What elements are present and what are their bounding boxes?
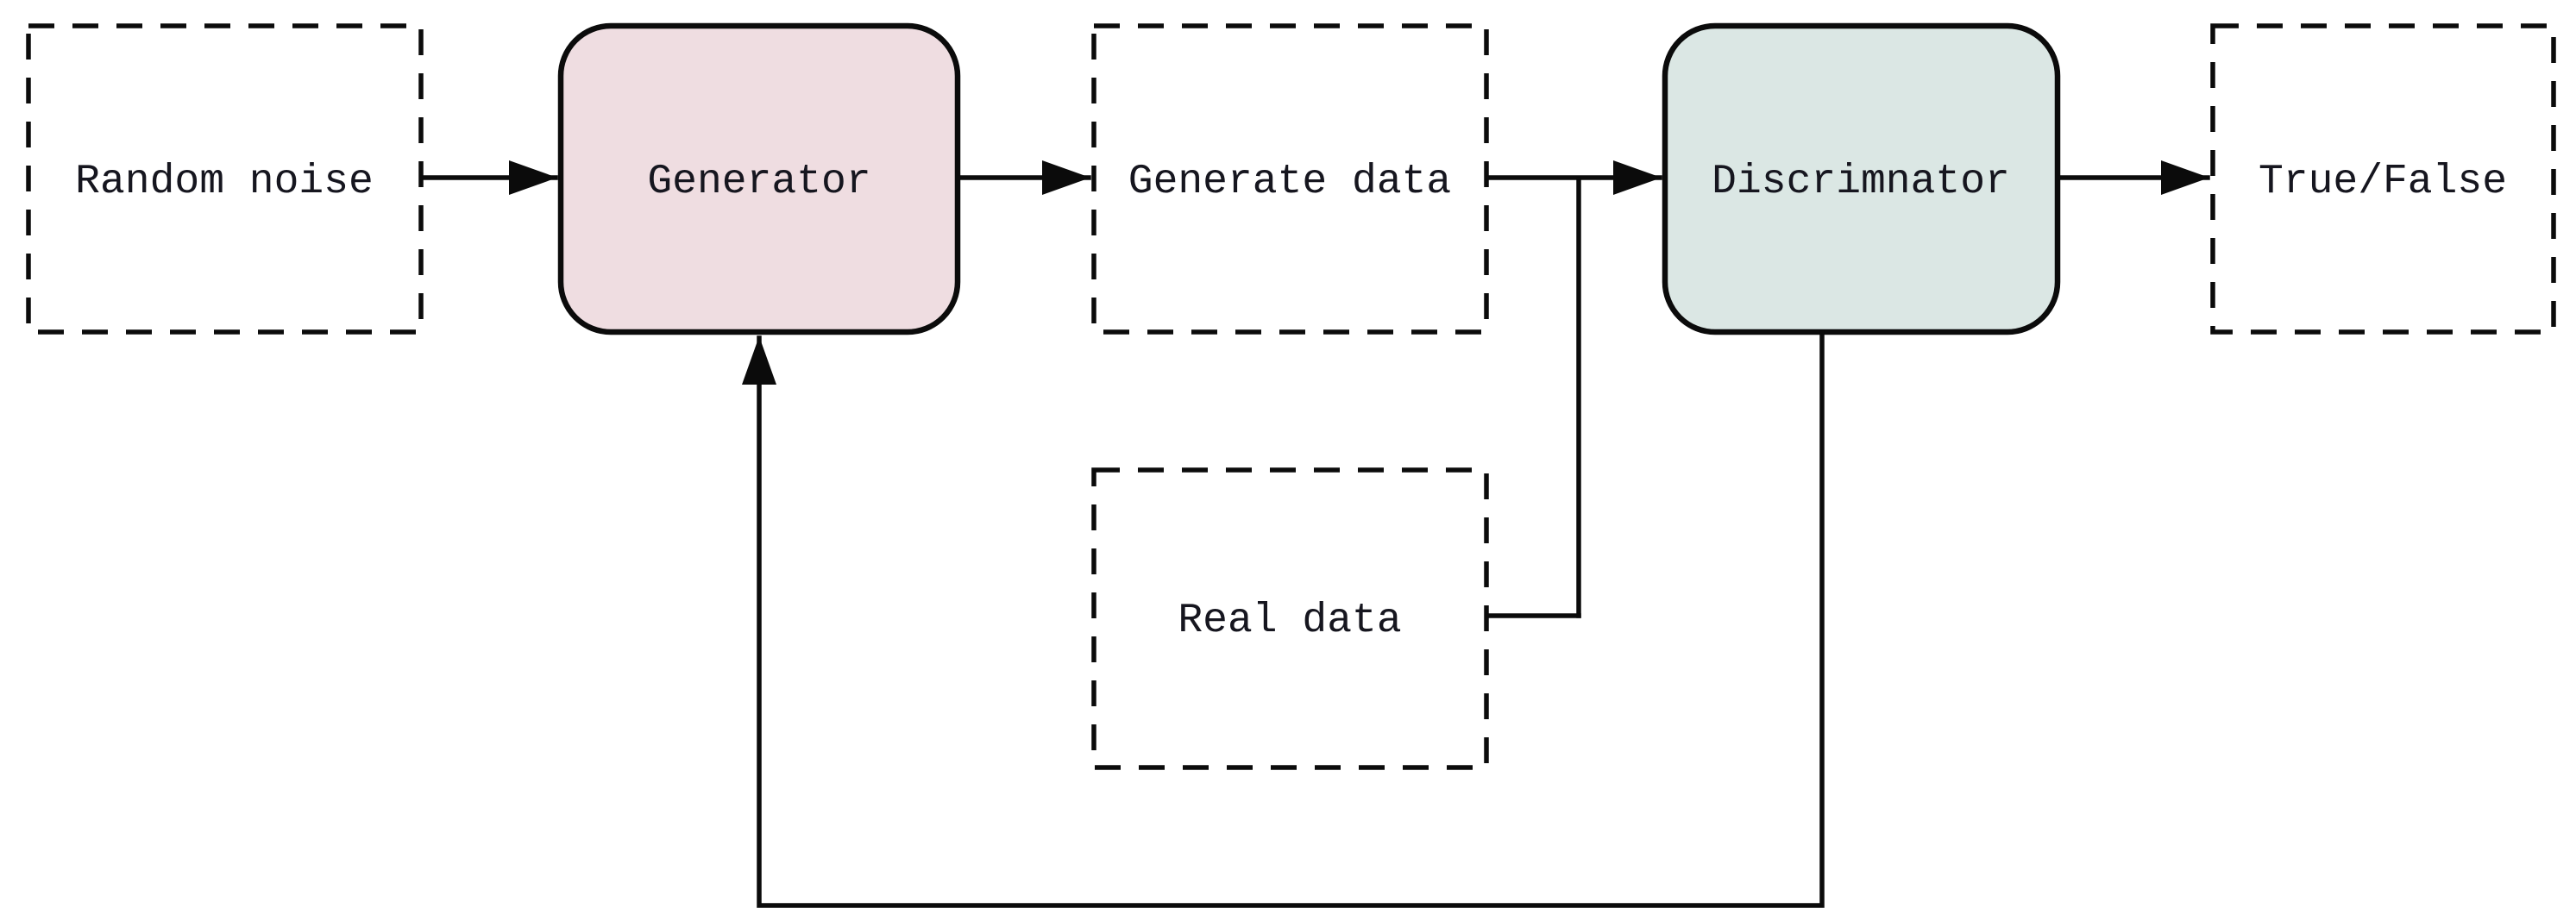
generate-data-box xyxy=(1091,23,1489,335)
true-false-box xyxy=(2210,23,2556,335)
discriminator-label: Discrimnator xyxy=(1712,159,2010,205)
generate-data-label: Generate data xyxy=(1128,159,1451,205)
random-noise-label: Random noise xyxy=(75,159,374,205)
real-data-label: Real data xyxy=(1178,598,1401,644)
discriminator-box xyxy=(1662,22,2061,335)
true-false-label: True/False xyxy=(2259,159,2507,205)
edge-feedback-discriminator-to-generator xyxy=(742,330,1825,908)
real-data-box xyxy=(1091,467,1489,770)
random-noise-box xyxy=(26,23,424,335)
generator-box xyxy=(557,22,961,335)
generator-label: Generator xyxy=(647,159,870,205)
